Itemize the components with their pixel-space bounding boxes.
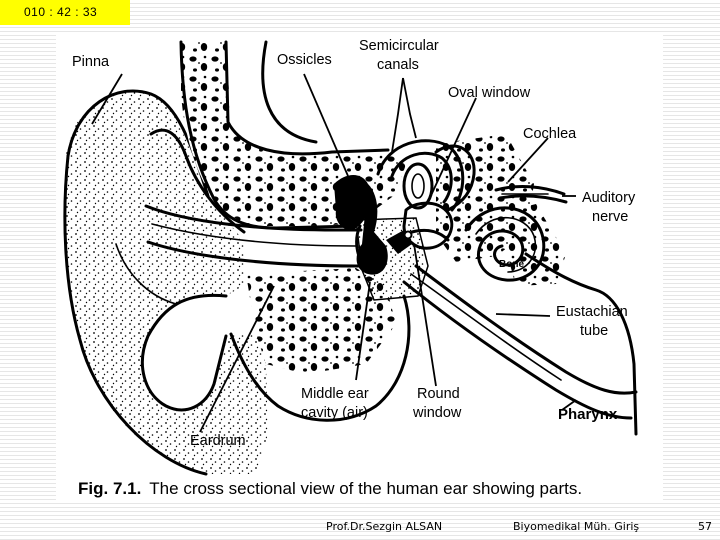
ear-figure: Pinna Ossicles Semicircular canals Oval … xyxy=(56,34,663,502)
label-round-2: window xyxy=(412,405,462,421)
label-eardrum: Eardrum xyxy=(190,433,246,449)
auditory-nerve-shape xyxy=(494,185,568,204)
label-semicircular-2: canals xyxy=(377,57,419,73)
timer-badge: 010 : 42 : 33 xyxy=(0,0,130,25)
eustachian-tube-shape xyxy=(402,264,638,420)
pharynx-shape xyxy=(524,252,638,436)
label-pharynx: Pharynx xyxy=(558,406,618,423)
label-middle-ear-1: Middle ear xyxy=(301,386,369,402)
footer-course: Biyomedikal Müh. Giriş xyxy=(513,520,640,533)
caption-number: Fig. 7.1. xyxy=(78,479,141,498)
caption-text: The cross sectional view of the human ea… xyxy=(149,479,582,498)
label-eustachian-2: tube xyxy=(580,323,608,339)
ear-diagram: Pinna Ossicles Semicircular canals Oval … xyxy=(63,38,638,498)
label-middle-ear-2: cavity (air) xyxy=(301,405,368,421)
label-cochlea: Cochlea xyxy=(523,126,577,142)
label-round-1: Round xyxy=(417,386,460,402)
label-auditory-1: Auditory xyxy=(582,190,636,206)
figure-caption: Fig. 7.1. The cross sectional view of the… xyxy=(78,479,582,498)
label-oval-window: Oval window xyxy=(448,85,531,101)
semicircular-canals xyxy=(376,139,476,212)
label-ossicles: Ossicles xyxy=(277,52,332,68)
footer-author: Prof.Dr.Sezgin ALSAN xyxy=(326,520,443,533)
label-semicircular-1: Semicircular xyxy=(359,38,439,54)
footer-page-number: 57 xyxy=(698,520,712,533)
round-window-shape xyxy=(403,230,413,240)
label-bone: Bone xyxy=(499,259,524,270)
cochlea-shape xyxy=(464,206,546,282)
ear-canal xyxy=(144,204,366,268)
leader-lines xyxy=(91,73,577,433)
label-auditory-2: nerve xyxy=(592,209,628,225)
label-eustachian-1: Eustachian xyxy=(556,304,628,320)
label-pinna: Pinna xyxy=(72,54,110,70)
